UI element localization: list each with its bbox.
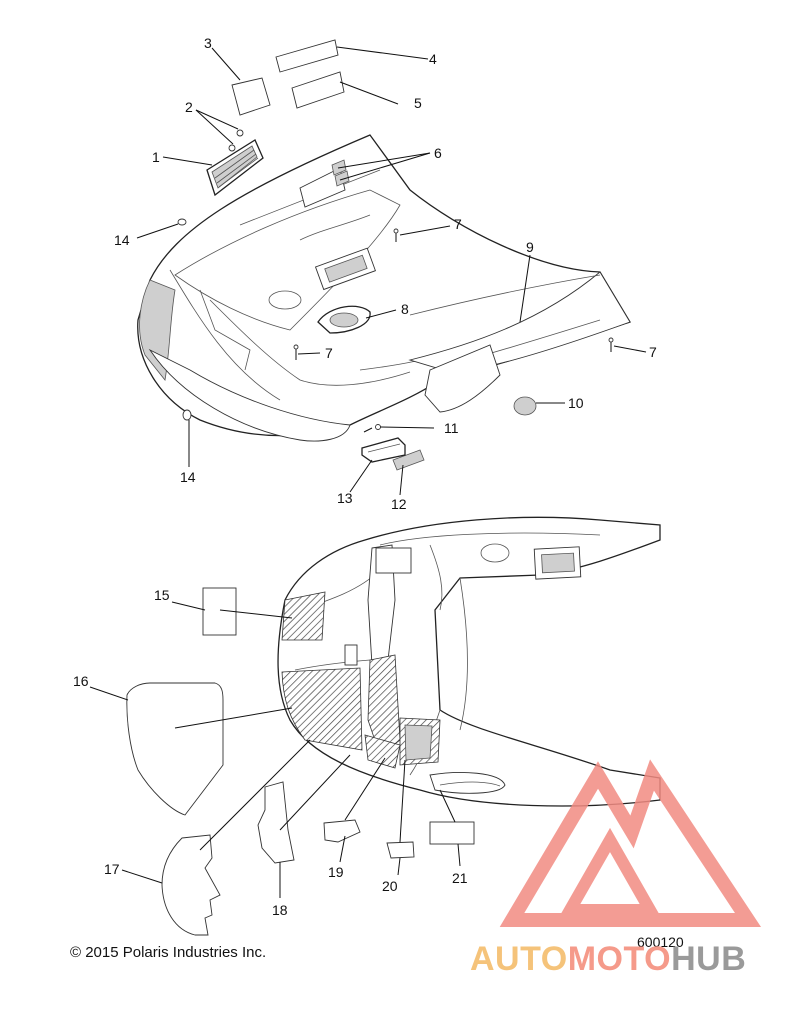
callout-9: 9 [526, 239, 534, 255]
callout-4: 4 [429, 51, 437, 67]
hood-underside-body [277, 516, 661, 807]
part-1-vent-grille [206, 139, 264, 197]
part-16-pad [126, 682, 224, 816]
lower-hood-assembly [277, 516, 661, 807]
callout-16: 16 [73, 673, 89, 689]
part-8-gasket [317, 305, 371, 334]
callout-7a: 7 [454, 216, 462, 232]
callout-7c: 7 [649, 344, 657, 360]
callout-17: 17 [104, 861, 120, 877]
hood-upper-block [375, 547, 412, 574]
part-10-cap [513, 396, 537, 416]
hood-side-pocket [424, 344, 501, 413]
logo-word-moto: MOTO [567, 940, 672, 978]
automotohub-logo-text: AUTOMOTOHUB [470, 940, 746, 979]
callout-15: 15 [154, 587, 170, 603]
hood-insulation-15 [281, 591, 326, 641]
part-18-pad [257, 781, 295, 864]
callout-12: 12 [391, 496, 407, 512]
callout-6: 6 [434, 145, 442, 161]
hood-right-wing [408, 271, 631, 373]
part-19-pad [323, 819, 361, 843]
callout-14b: 14 [180, 469, 196, 485]
logo-word-auto: AUTO [470, 940, 568, 978]
part-7-pins [293, 228, 614, 360]
part-14-plugs [177, 218, 192, 421]
callout-2: 2 [185, 99, 193, 115]
part-20-pad [386, 841, 415, 859]
part-11-screw [363, 424, 381, 433]
part-6-decals [299, 159, 350, 208]
callout-5: 5 [414, 95, 422, 111]
callout-7b: 7 [325, 345, 333, 361]
hood-nose [139, 279, 176, 381]
callout-8: 8 [401, 301, 409, 317]
automotohub-logo-mark [499, 759, 762, 927]
part-5-decal [291, 71, 345, 109]
callout-1: 1 [152, 149, 160, 165]
part-12-lens [392, 449, 425, 471]
hood-inner-floor [174, 189, 401, 331]
part-17-pad [161, 834, 221, 936]
callout-10: 10 [568, 395, 584, 411]
callout-13: 13 [337, 490, 353, 506]
part-9-seal [409, 274, 601, 316]
callout-20: 20 [382, 878, 398, 894]
callout-numbers: 1 2 3 4 5 6 7 7 7 8 9 10 11 12 13 14 14 … [73, 35, 657, 918]
callout-21: 21 [452, 870, 468, 886]
diagram-number: 600120 [637, 934, 684, 950]
part-4-decal [275, 39, 339, 73]
hood-insulation-16 [281, 667, 363, 751]
logo-word-hub: HUB [671, 940, 747, 978]
callout-19: 19 [328, 864, 344, 880]
part-21-pad [429, 821, 475, 845]
callout-18: 18 [272, 902, 288, 918]
part-13-light-housing [361, 437, 406, 463]
callout-11: 11 [444, 420, 459, 436]
callout-14a: 14 [114, 232, 130, 248]
part-2-screws [228, 129, 244, 152]
leader-lines [89, 46, 647, 898]
upper-hood-assembly [137, 134, 631, 442]
callout-3: 3 [204, 35, 212, 51]
part-3-decal [231, 77, 271, 116]
copyright-text: © 2015 Polaris Industries Inc. [70, 944, 267, 961]
hood-lower-lip [148, 348, 351, 442]
